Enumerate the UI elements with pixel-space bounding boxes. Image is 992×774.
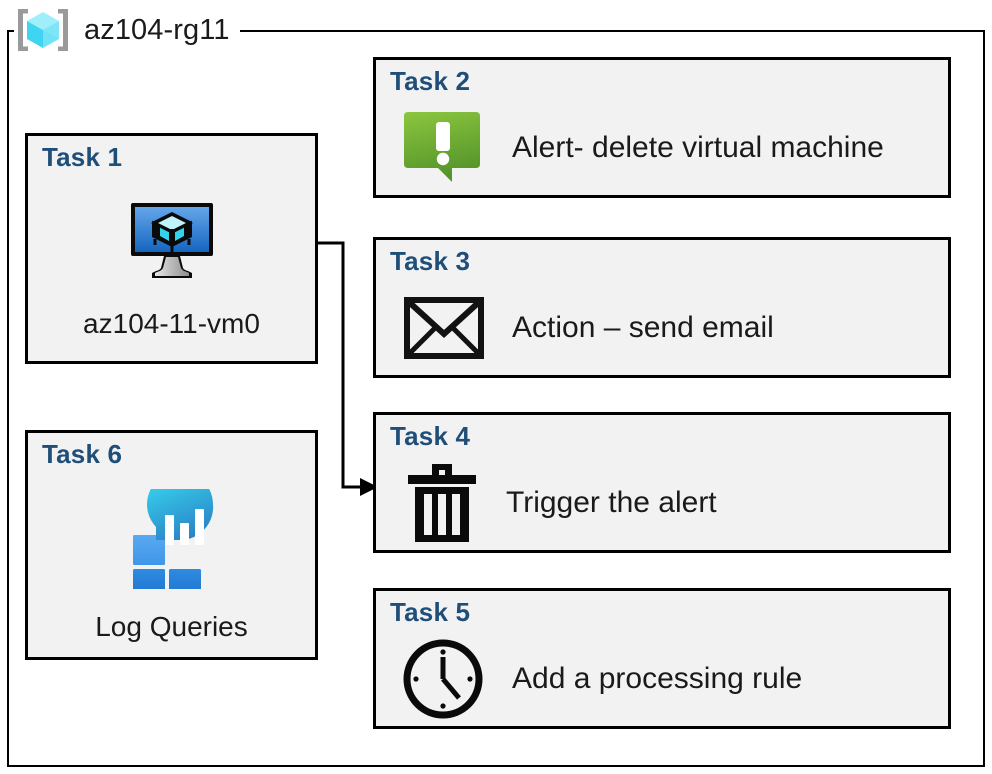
task-4-caption: Trigger the alert [506,485,717,519]
task-1-caption: az104-11-vm0 [83,307,260,339]
resource-group-header: az104-rg11 [14,2,240,58]
task-2-caption: Alert- delete virtual machine [512,130,884,164]
task-4-label: Task 4 [390,421,471,451]
task-card-4[interactable]: Task 4 Trigger the alert [373,412,951,553]
task-card-1[interactable]: Task 1 [25,133,318,364]
task-3-caption: Action – send email [512,310,774,344]
task-card-6[interactable]: Task 6 [25,430,318,660]
task-6-label: Task 6 [42,439,123,469]
task-6-caption: Log Queries [95,611,248,642]
task-card-5[interactable]: Task 5 Add a processing rule [373,588,951,729]
task-card-2[interactable]: Task 2 Alert- delete virtual machine [373,57,951,198]
task-1-label: Task 1 [42,142,123,172]
task-3-label: Task 3 [390,246,471,276]
envelope-icon [404,296,484,359]
task-5-label: Task 5 [390,597,471,627]
trash-can-icon [406,461,478,545]
azure-resource-group-icon [14,5,72,55]
virtual-machine-icon [126,200,218,282]
resource-group-frame [7,30,985,767]
alert-bubble-icon [400,110,484,186]
log-analytics-icon [119,471,225,599]
task-2-label: Task 2 [390,66,471,96]
task-card-3[interactable]: Task 3 Action – send email [373,237,951,378]
clock-icon [402,638,484,720]
task-5-caption: Add a processing rule [512,661,803,695]
resource-group-name: az104-rg11 [84,13,230,46]
